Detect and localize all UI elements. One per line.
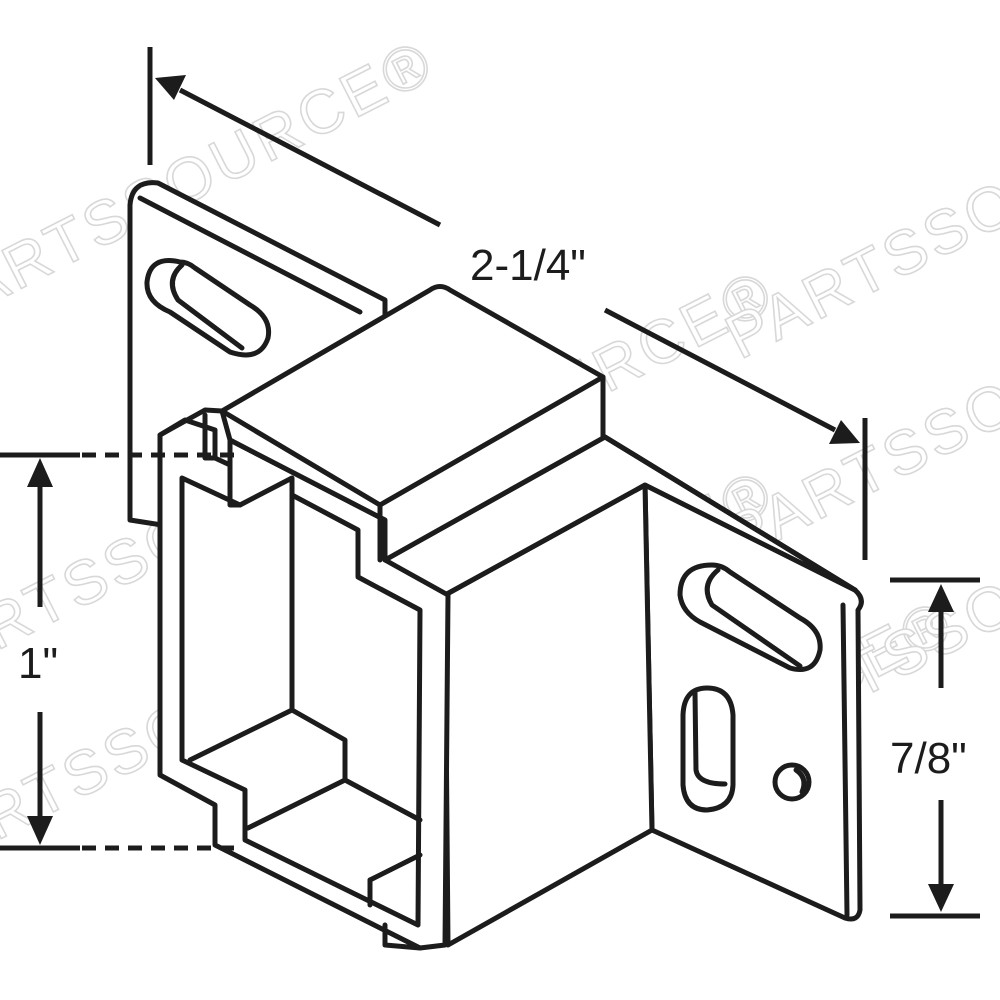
main-body — [157, 412, 858, 951]
width-label: 2-1/4" — [470, 241, 586, 290]
top-block — [157, 284, 606, 563]
arrowhead-down-icon — [928, 884, 954, 912]
height-label: 1" — [18, 639, 58, 688]
arrowhead-up-icon — [27, 458, 53, 487]
right-flange — [642, 482, 864, 922]
dimension-flange-height: 7/8" — [890, 577, 980, 919]
arrowhead-up-icon — [928, 584, 954, 612]
watermark-text: PARTSSOURCE® — [715, 57, 1000, 373]
arrowhead-right-icon — [829, 420, 860, 444]
dimension-height: 1" — [0, 452, 240, 851]
dimension-width: 2-1/4" — [147, 47, 868, 560]
arrowhead-left-icon — [155, 75, 186, 100]
arrowhead-down-icon — [27, 816, 53, 845]
flange-height-label: 7/8" — [890, 734, 967, 783]
